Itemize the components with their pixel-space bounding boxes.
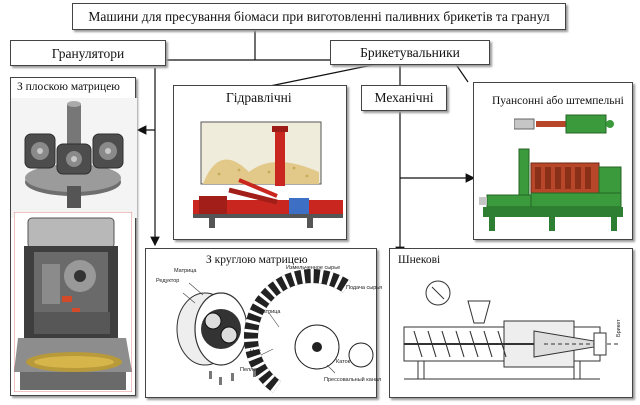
screw-press-image xyxy=(403,280,620,380)
briquetters-label: Брикетувальники xyxy=(360,45,460,60)
piston-press-top-image xyxy=(514,114,614,134)
briquetters-box: Брикетувальники xyxy=(330,40,490,65)
piston-press-main-image xyxy=(479,148,623,231)
screw-panel: Шнекові Брикет xyxy=(389,248,633,398)
hydraulic-label: Гідравлічні xyxy=(226,90,292,105)
flat-die-panel: З плоскою матрицею xyxy=(10,77,137,396)
screw-label: Шнекові xyxy=(398,254,441,266)
ring-die-image xyxy=(176,269,374,393)
callout-pellets: Пеллеты xyxy=(240,367,263,373)
hydraulic-press-image xyxy=(179,112,343,232)
diagram-title: Машини для пресування біомаси при вигото… xyxy=(88,9,550,24)
ring-die-panel: З круглою матрицею Матрица Редуктор Изме… xyxy=(145,248,382,398)
callout-roller: Каток xyxy=(336,359,351,365)
piston-label: Пуансонні або штемпельні xyxy=(492,95,624,107)
granulators-box: Гранулятори xyxy=(10,40,166,66)
callout-matrix: Матрица xyxy=(174,268,197,274)
callout-crushed-feed: Измельченное сырье xyxy=(286,265,341,271)
callout-press-channel: Прессовальный канал xyxy=(324,377,382,383)
mechanical-label: Механічні xyxy=(374,90,434,105)
callout-reducer: Редуктор xyxy=(156,278,180,284)
screw-callout-side: Брикет xyxy=(616,319,622,337)
callout-feed-supply: Подача сырья xyxy=(346,285,383,291)
callout-matrix-2: Матрица xyxy=(258,309,281,315)
piston-panel: Пуансонні або штемпельні xyxy=(473,82,633,240)
hydraulic-panel: Гідравлічні xyxy=(173,85,347,240)
flat-die-cutaway-image xyxy=(14,212,132,392)
mechanical-box: Механічні xyxy=(361,85,447,111)
diagram-title-box: Машини для пресування біомаси при вигото… xyxy=(72,3,566,30)
granulators-label: Гранулятори xyxy=(51,46,125,61)
flat-die-label: З плоскою матрицею xyxy=(17,81,120,93)
ring-die-label: З круглою матрицею xyxy=(206,254,308,266)
flat-die-rollers-image xyxy=(11,98,137,218)
callout-knife: Нож xyxy=(250,349,261,355)
